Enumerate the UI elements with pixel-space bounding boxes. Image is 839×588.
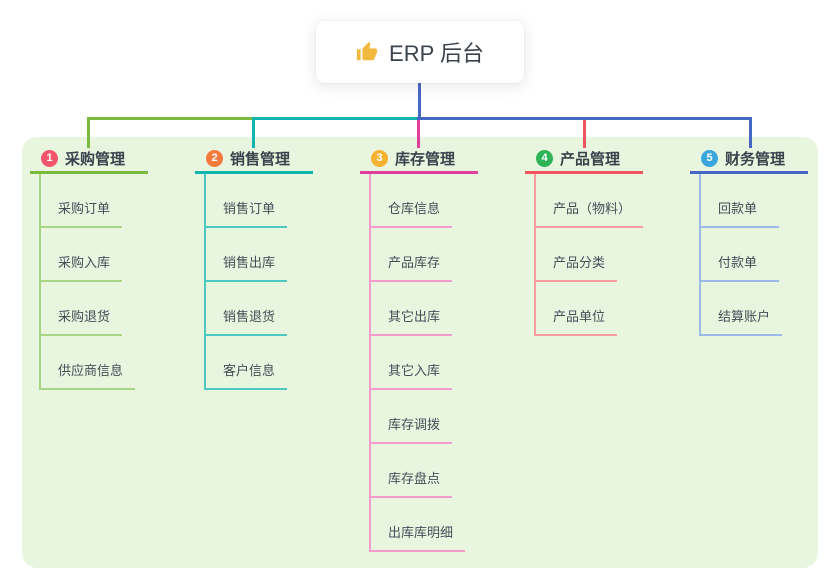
children-finance: 回款单 付款单 结算账户: [699, 174, 839, 336]
branch-title-label: 销售管理: [230, 151, 291, 168]
badge-2: 2: [206, 150, 223, 167]
branch-title-label: 库存管理: [395, 151, 456, 168]
children-sales: 销售订单 销售出库 销售退货 客户信息: [204, 174, 345, 390]
badge-1: 1: [41, 150, 58, 167]
branch-finance: 5 财务管理 回款单 付款单 结算账户: [690, 146, 839, 336]
root-label: ERP 后台: [389, 41, 484, 66]
connector-drop-branch3: [417, 117, 420, 148]
branch-title-label: 采购管理: [65, 151, 126, 168]
branch-title-sales[interactable]: 2 销售管理: [195, 146, 313, 174]
connector-bus-blue: [417, 117, 752, 120]
branch-title-label: 财务管理: [725, 151, 786, 168]
branch-title-product[interactable]: 4 产品管理: [525, 146, 643, 174]
child-node[interactable]: 结算账户: [699, 282, 783, 336]
child-node[interactable]: 出库库明细: [369, 498, 466, 552]
children-inventory: 仓库信息 产品库存 其它出库 其它入库 库存调拨 库存盘点 出库库明细: [369, 174, 510, 552]
child-node[interactable]: 仓库信息: [369, 174, 453, 228]
branch-sales: 2 销售管理 销售订单 销售出库 销售退货 客户信息: [195, 146, 345, 390]
child-node[interactable]: 产品（物料）: [534, 174, 644, 228]
badge-3: 3: [371, 150, 388, 167]
child-node[interactable]: 付款单: [699, 228, 779, 282]
child-node[interactable]: 回款单: [699, 174, 779, 228]
child-node[interactable]: 销售出库: [204, 228, 288, 282]
connector-drop-branch1: [87, 117, 90, 148]
child-node[interactable]: 其它出库: [369, 282, 453, 336]
badge-5: 5: [701, 150, 718, 167]
child-node[interactable]: 采购入库: [39, 228, 123, 282]
child-node[interactable]: 销售订单: [204, 174, 288, 228]
branch-inventory: 3 库存管理 仓库信息 产品库存 其它出库 其它入库 库存调拨 库存盘点 出库库…: [360, 146, 510, 552]
branch-title-finance[interactable]: 5 财务管理: [690, 146, 808, 174]
children-product: 产品（物料） 产品分类 产品单位: [534, 174, 675, 336]
child-node[interactable]: 其它入库: [369, 336, 453, 390]
connector-bus-teal: [252, 117, 419, 120]
connector-drop-branch5: [749, 117, 752, 148]
child-node[interactable]: 客户信息: [204, 336, 288, 390]
branch-purchase: 1 采购管理 采购订单 采购入库 采购退货 供应商信息: [30, 146, 180, 390]
connector-drop-branch4: [583, 117, 586, 148]
branch-title-label: 产品管理: [560, 151, 621, 168]
child-node[interactable]: 采购订单: [39, 174, 123, 228]
child-node[interactable]: 供应商信息: [39, 336, 136, 390]
children-purchase: 采购订单 采购入库 采购退货 供应商信息: [39, 174, 180, 390]
branch-product: 4 产品管理 产品（物料） 产品分类 产品单位: [525, 146, 675, 336]
thumbs-up-icon: [356, 41, 378, 61]
child-node[interactable]: 产品库存: [369, 228, 453, 282]
child-node[interactable]: 产品单位: [534, 282, 618, 336]
child-node[interactable]: 销售退货: [204, 282, 288, 336]
connector-drop-branch2: [252, 117, 255, 148]
branch-title-purchase[interactable]: 1 采购管理: [30, 146, 148, 174]
badge-4: 4: [536, 150, 553, 167]
child-node[interactable]: 采购退货: [39, 282, 123, 336]
branch-title-inventory[interactable]: 3 库存管理: [360, 146, 478, 174]
connector-bus-green: [87, 117, 254, 120]
child-node[interactable]: 库存盘点: [369, 444, 453, 498]
child-node[interactable]: 库存调拨: [369, 390, 453, 444]
connector-root-stem: [418, 83, 421, 117]
child-node[interactable]: 产品分类: [534, 228, 618, 282]
root-node[interactable]: ERP 后台: [316, 21, 524, 83]
